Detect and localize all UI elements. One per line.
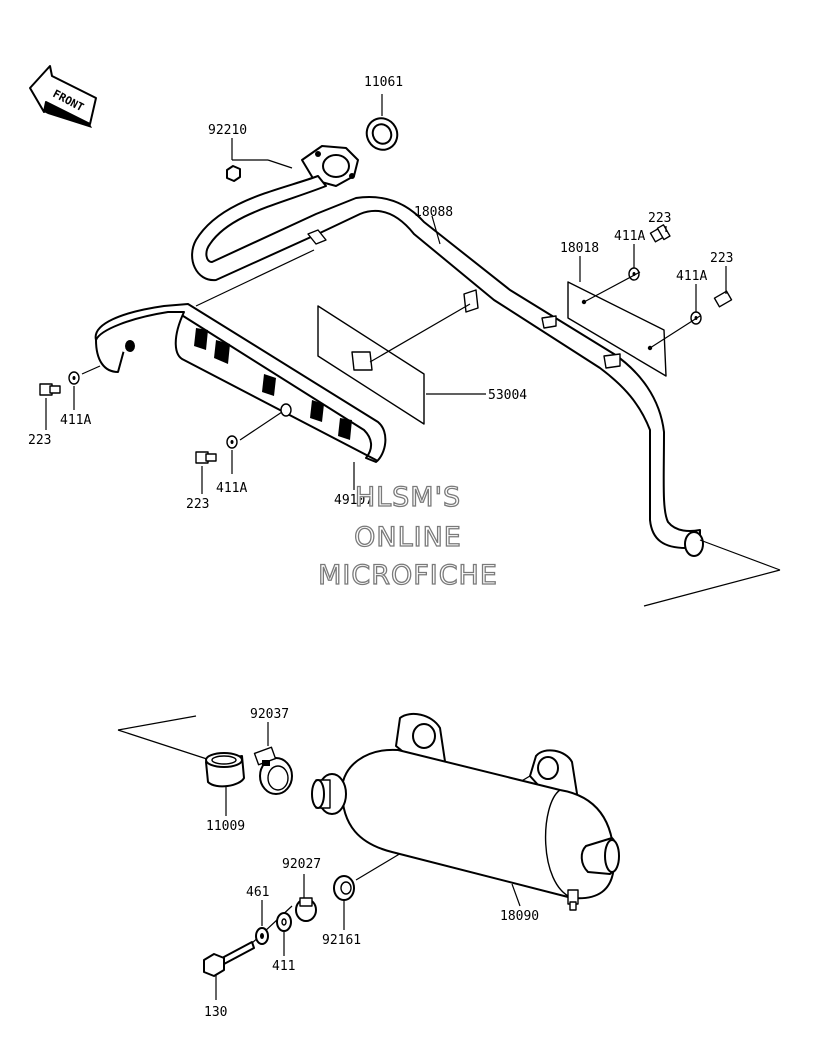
watermark-line-3: MICROFICHE: [318, 560, 498, 591]
label-18088: 18088: [414, 205, 453, 220]
label-411: 411: [272, 959, 295, 974]
label-92037: 92037: [250, 707, 289, 722]
label-223-1: 223: [648, 211, 671, 226]
label-411a-2: 411A: [676, 269, 707, 284]
watermark: HLSM'S ONLINE MICROFICHE: [317, 481, 498, 591]
label-92027: 92027: [282, 857, 321, 872]
label-49107: 49107: [334, 493, 373, 508]
label-411a-4: 411A: [216, 481, 247, 496]
label-92210: 92210: [208, 123, 247, 138]
label-92161: 92161: [322, 933, 361, 948]
collar-92027: [295, 897, 317, 922]
heat-cover-49107: [94, 303, 387, 463]
washer-411a-left-1: [68, 371, 80, 385]
label-223-3: 223: [28, 433, 51, 448]
label-11061: 11061: [364, 75, 403, 90]
washer-461: [255, 927, 269, 945]
watermark-line-1: HLSM'S: [355, 482, 461, 513]
label-411a-1: 411A: [614, 229, 645, 244]
watermark-line-2: ONLINE: [354, 522, 462, 553]
label-223-2: 223: [710, 251, 733, 266]
bolt-223-left-2: [195, 451, 217, 464]
label-53004: 53004: [488, 388, 527, 403]
label-11009: 11009: [206, 819, 245, 834]
gasket-11061: [365, 117, 399, 151]
muffler-18090: [311, 712, 620, 911]
label-461: 461: [246, 885, 269, 900]
washer-411a-left-2: [226, 435, 238, 449]
label-223-4: 223: [186, 497, 209, 512]
exhaust-pipe-18088: [191, 145, 704, 557]
bolt-130: [203, 941, 255, 977]
bolt-223-left-1: [39, 383, 61, 396]
sleeve-11009: [205, 752, 245, 788]
bolt-223-upper-2: [713, 290, 733, 308]
label-18018: 18018: [560, 241, 599, 256]
front-arrow: FRONT: [29, 65, 97, 128]
washer-411: [276, 912, 292, 932]
bolt-223-upper-1: [649, 224, 671, 243]
clamp-92037: [253, 746, 293, 795]
grommet-92161: [333, 875, 355, 901]
label-130: 130: [204, 1005, 227, 1020]
label-18090: 18090: [500, 909, 539, 924]
leaders-top: [45, 94, 781, 607]
nut-92210: [226, 159, 293, 182]
label-411a-3: 411A: [60, 413, 91, 428]
